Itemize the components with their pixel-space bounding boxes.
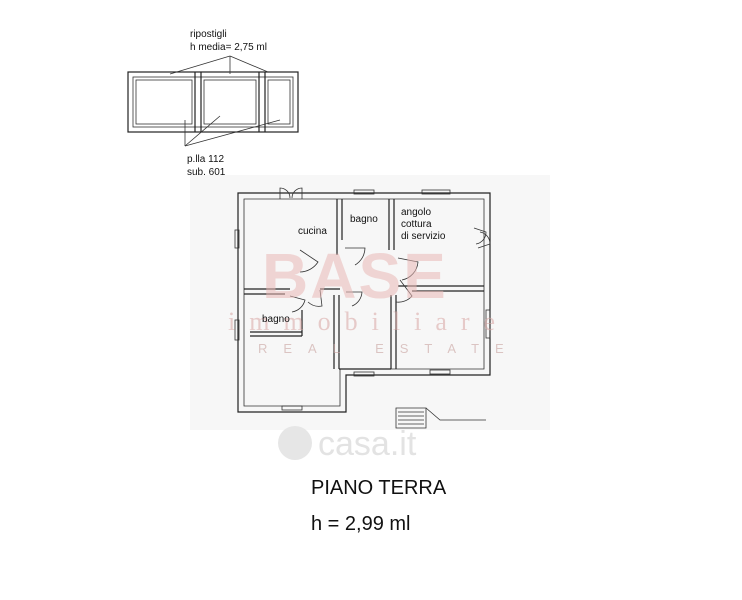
watermark-portal-text: casa.it (318, 425, 417, 463)
room-label-di-servizio: di servizio (401, 231, 446, 242)
storage-leaders (169, 55, 281, 147)
room-label-angolo: angolo (401, 207, 431, 218)
room-label-bagno-top: bagno (350, 214, 378, 225)
watermark-portal: casa.it (278, 425, 417, 463)
storage-block (127, 71, 299, 133)
floor-title: PIANO TERRA (311, 477, 447, 499)
external-stairs (395, 407, 486, 429)
watermark-brand-tagline: REAL ESTATE (258, 341, 520, 356)
floor-height-note: h = 2,99 ml (311, 513, 411, 535)
parcel-label: p.lla 112 (187, 154, 225, 165)
storage-label: ripostigli (190, 29, 227, 40)
room-label-cucina: cucina (298, 226, 327, 237)
watermark-brand-logo: BASE (262, 240, 448, 312)
room-label-bagno-left: bagno (262, 314, 290, 325)
watermark-portal-house-icon (278, 426, 312, 460)
storage-height-label: h media= 2,75 ml (190, 42, 267, 53)
window-markers (234, 189, 491, 411)
main-plan-walls (237, 192, 491, 413)
room-label-cottura: cottura (401, 219, 432, 230)
watermark-brand-subtitle: immobiliare (228, 307, 509, 336)
door-swings (279, 187, 491, 313)
sub-label: sub. 601 (187, 167, 226, 178)
